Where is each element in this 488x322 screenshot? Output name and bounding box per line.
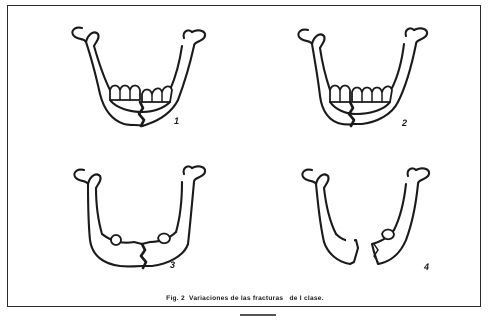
figure-number-2: 2 bbox=[402, 118, 407, 128]
figure-number-1: 1 bbox=[174, 116, 179, 126]
figure-number-4: 4 bbox=[424, 262, 429, 272]
mandible-figure-3: 3 bbox=[64, 160, 224, 278]
mandible-drawing-2 bbox=[286, 20, 446, 138]
figure-frame: 1 2 bbox=[7, 5, 481, 307]
mandible-figure-4: 4 bbox=[294, 160, 454, 278]
figure-caption: Fig. 2 Variaciones de las fracturas de I… bbox=[8, 295, 482, 302]
bottom-rule bbox=[240, 314, 276, 316]
mandible-drawing-3 bbox=[64, 160, 224, 278]
mandible-drawing-4 bbox=[294, 160, 454, 278]
figure-number-3: 3 bbox=[170, 260, 175, 270]
mandible-figure-1: 1 bbox=[60, 20, 220, 138]
mandible-figure-2: 2 bbox=[286, 20, 446, 138]
mandible-drawing-1 bbox=[60, 20, 220, 138]
